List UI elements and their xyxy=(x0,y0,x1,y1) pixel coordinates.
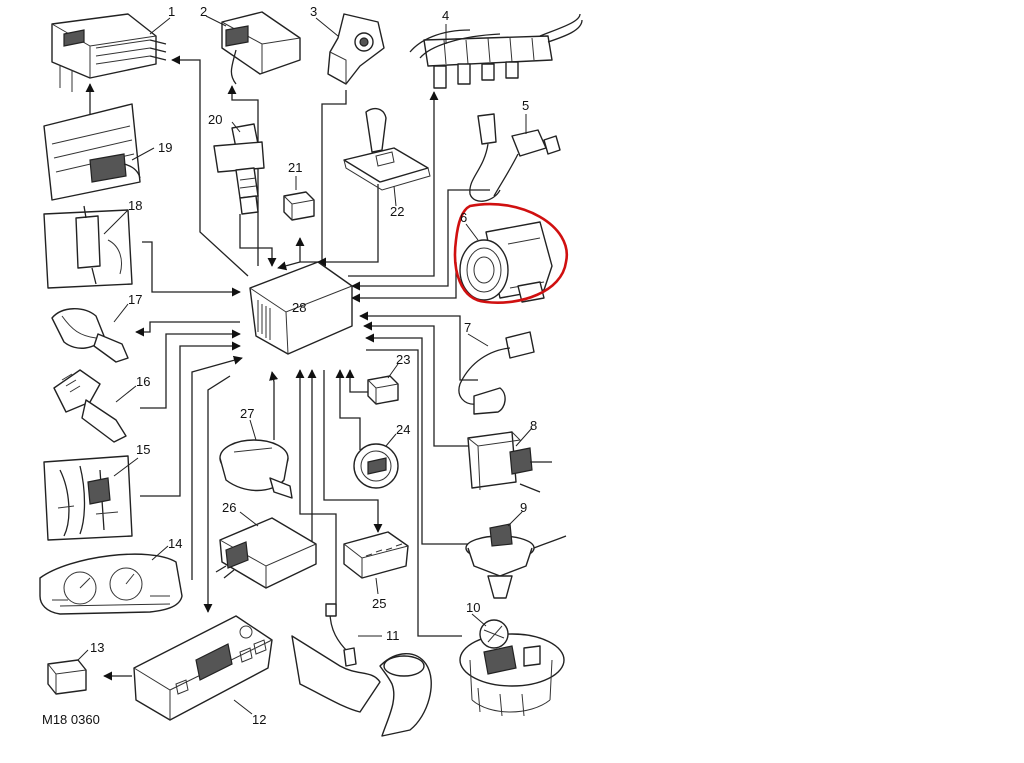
callout-1: 1 xyxy=(168,4,175,19)
callout-7: 7 xyxy=(464,320,471,335)
hub-label: 28 xyxy=(292,300,306,315)
component-1-body-module xyxy=(51,13,167,92)
callout-20: 20 xyxy=(208,112,222,127)
callout-10: 10 xyxy=(466,600,480,615)
component-26-control-unit xyxy=(215,517,317,589)
callout-22: 22 xyxy=(390,204,404,219)
component-8-actuator xyxy=(467,431,552,493)
callout-8: 8 xyxy=(530,418,537,433)
callout-27: 27 xyxy=(240,406,254,421)
component-22-gear-selector xyxy=(343,107,431,191)
component-21-relay xyxy=(283,191,315,221)
callout-18: 18 xyxy=(128,198,142,213)
component-6-air-flow-meter xyxy=(459,221,553,303)
component-25-diagnostic-connector xyxy=(343,531,409,579)
callout-4: 4 xyxy=(442,8,449,23)
component-15-engine-bay xyxy=(43,455,133,541)
component-14-instrument-cluster xyxy=(39,553,183,615)
callout-25: 25 xyxy=(372,596,386,611)
callout-19: 19 xyxy=(158,140,172,155)
component-12-control-panel xyxy=(133,615,273,721)
callout-12: 12 xyxy=(252,712,266,727)
component-7-crank-sensor xyxy=(458,331,535,415)
callout-17: 17 xyxy=(128,292,142,307)
component-9-regulator xyxy=(465,523,567,599)
callout-24: 24 xyxy=(396,422,410,437)
component-4-ignition-coils xyxy=(409,13,583,89)
callout-9: 9 xyxy=(520,500,527,515)
callout-21: 21 xyxy=(288,160,302,175)
component-10-fuel-pump xyxy=(459,619,565,717)
component-27-pressure-sensor xyxy=(219,439,293,499)
component-20-injector xyxy=(213,123,265,215)
component-5-sensor xyxy=(469,113,561,202)
component-17-pressure-switch xyxy=(51,308,129,363)
component-24-ignition-switch xyxy=(353,443,399,489)
component-11-oxygen-sensor xyxy=(291,603,432,737)
callout-5: 5 xyxy=(522,98,529,113)
figure-code: M18 0360 xyxy=(42,712,100,727)
highlight-ring xyxy=(453,202,569,304)
component-2-module xyxy=(221,11,301,85)
callout-numbers: 1 2 3 4 5 6 7 8 9 10 11 12 13 14 15 16 1… xyxy=(90,4,537,727)
callout-14: 14 xyxy=(168,536,182,551)
callout-2: 2 xyxy=(200,4,207,19)
callout-15: 15 xyxy=(136,442,150,457)
callout-3: 3 xyxy=(310,4,317,19)
callout-11: 11 xyxy=(386,628,400,643)
callout-23: 23 xyxy=(396,352,410,367)
component-3-throttle-sensor xyxy=(327,13,385,85)
component-18-sensor xyxy=(43,205,133,289)
engine-control-module: 28 xyxy=(249,261,353,355)
connector-wires xyxy=(85,55,490,681)
callout-13: 13 xyxy=(90,640,104,655)
component-19-engine-bay xyxy=(43,103,141,201)
component-16-temp-sensor xyxy=(53,369,127,443)
callout-16: 16 xyxy=(136,374,150,389)
component-13-relay xyxy=(47,659,87,695)
callout-6: 6 xyxy=(460,210,467,225)
callout-26: 26 xyxy=(222,500,236,515)
component-23-relay xyxy=(367,375,399,405)
